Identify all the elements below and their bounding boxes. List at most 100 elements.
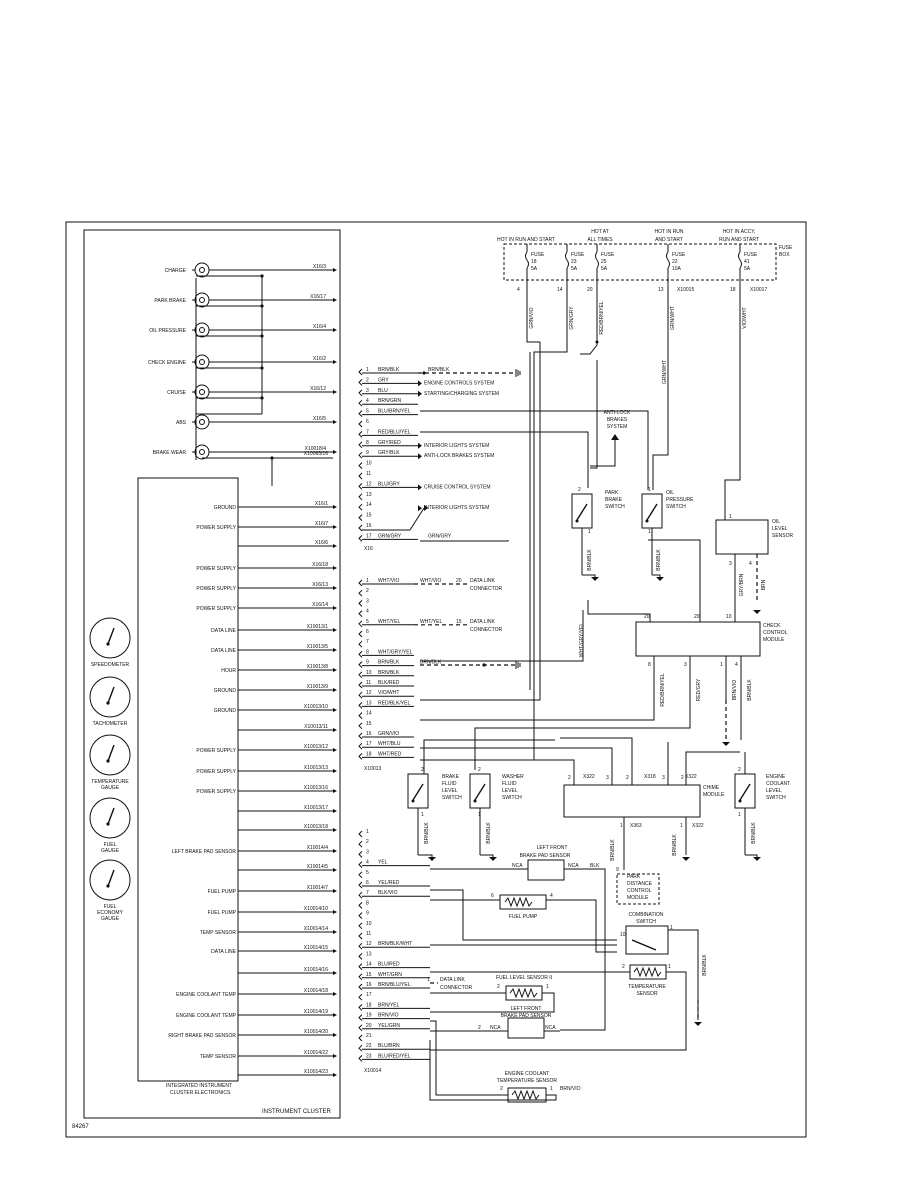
- wire-arrow: [333, 360, 337, 364]
- wire: [560, 737, 633, 770]
- x10014-pin-17: 17: [358, 992, 372, 1001]
- fuse-element: [738, 251, 742, 269]
- fuel-pump-resistor: [504, 896, 533, 908]
- circuit-label: DATA LINE: [211, 949, 236, 955]
- component-label: SWITCH: [766, 795, 786, 801]
- pin-number: 5: [366, 870, 369, 876]
- wire-color-far: BRN/BLK: [428, 367, 450, 373]
- nca-label: NCA: [568, 863, 579, 869]
- circuit-unused: X10013/17: [238, 805, 337, 813]
- connector-terminal: [358, 912, 363, 919]
- x10014-pin-11: 11: [358, 931, 371, 940]
- ground-symbol: [753, 857, 761, 861]
- pin-number: 16: [366, 731, 372, 737]
- wire-color: WHT/BLU: [378, 741, 401, 747]
- wire-color: BLU/BRN: [378, 1043, 400, 1049]
- fuse-label: 22: [672, 259, 678, 265]
- connector-terminal: [358, 514, 363, 521]
- junction-dot: [270, 456, 274, 460]
- wire-color: BRN/BLK: [378, 367, 400, 373]
- fuse-header: AND START: [655, 237, 683, 243]
- wire-color: BRN/BLK: [610, 839, 616, 861]
- ground-symbol: [591, 577, 599, 581]
- pin-number: 1: [729, 514, 732, 520]
- ground-symbol: [682, 857, 690, 861]
- component-label: CHECK: [763, 623, 781, 629]
- circuit-label: POWER SUPPLY: [196, 606, 236, 612]
- wire-color: BRN/GRN: [378, 398, 401, 404]
- connector-terminal: [358, 851, 363, 858]
- wire-arrow: [333, 298, 337, 302]
- circuit-pin: X10014/22: [304, 1050, 328, 1056]
- pin-number: 23: [366, 1053, 372, 1059]
- lamp-label: CHARGE: [165, 268, 187, 274]
- component-label: OIL: [772, 519, 780, 525]
- brake-fluid-switch: [407, 773, 429, 809]
- circuit-pin: X10013/16: [304, 785, 328, 791]
- fuse-element: [565, 251, 569, 269]
- component-label: SENSOR: [772, 533, 794, 539]
- fuse-pin: 4: [517, 287, 520, 293]
- component-label: CHIME: [703, 785, 720, 791]
- connector-terminal: [358, 661, 363, 668]
- lamp-filament: [199, 327, 205, 333]
- wire-vio-wht: [420, 342, 541, 701]
- pin-number: 12: [366, 690, 372, 696]
- wire: [430, 992, 555, 1013]
- wire-color: BRN/BLK/WHT: [378, 941, 412, 947]
- circuit-pin: X10014/18: [304, 988, 328, 994]
- circuit-label: TEMP SENSOR: [200, 1054, 237, 1060]
- pin-number: 17: [366, 992, 372, 998]
- svg-text:BOX: BOX: [779, 252, 790, 258]
- component-label: CONTROL: [763, 630, 788, 636]
- circuit-pin: X16/18: [312, 562, 328, 568]
- fuse-label: FUSE: [601, 252, 615, 258]
- x10014-pin-13: 13: [358, 951, 372, 960]
- circuit-label: POWER SUPPLY: [196, 586, 236, 592]
- lamp-label: CHECK ENGINE: [148, 360, 187, 366]
- wire-color: RED/BLK/YEL: [378, 700, 410, 706]
- fuse-pin: 14: [557, 287, 563, 293]
- circuit-pin: X10013/5: [307, 644, 329, 650]
- coolant-temp-resistor: [511, 1089, 540, 1101]
- wire: [652, 574, 661, 577]
- pin-number: 18: [366, 751, 372, 757]
- wire-arrow: [333, 328, 337, 332]
- wire: [430, 1020, 508, 1096]
- connector-terminal: [358, 702, 363, 709]
- gauge-label: ECONOMY: [97, 910, 124, 916]
- lamp-label: CRUISE: [167, 390, 187, 396]
- connector-name: X322: [692, 823, 704, 829]
- connector-terminal: [358, 1004, 363, 1011]
- connector-terminal: [358, 620, 363, 628]
- wire-arrow: [611, 434, 619, 440]
- switch-lever: [474, 783, 486, 801]
- connector-name: X318: [644, 774, 656, 780]
- lamp-filament: [199, 449, 205, 455]
- connector-terminal: [358, 451, 363, 459]
- fuse-header: HOT IN ACCY,: [723, 229, 756, 235]
- destination: STARTING/CHARGING SYSTEM: [424, 391, 499, 397]
- circuit-pin: X10013/9: [307, 684, 329, 690]
- component-label: CONTROL: [627, 888, 652, 894]
- destination: CRUISE CONTROL SYSTEM: [424, 484, 491, 490]
- wire-arrow: [333, 606, 337, 610]
- gauge-label: GAUGE: [101, 785, 120, 791]
- component-label: ENGINE: [766, 774, 786, 780]
- wire-arrow: [333, 992, 337, 996]
- connector-terminal: [358, 472, 363, 480]
- connector-terminal: [358, 410, 363, 417]
- component-label: PARK: [605, 490, 619, 496]
- far-pin: 15: [456, 619, 462, 625]
- circuit-label: GROUND: [214, 505, 237, 511]
- wire-arrow: [333, 586, 337, 590]
- wire-color: BLK: [590, 863, 600, 869]
- destination: DATA LINK: [470, 619, 495, 625]
